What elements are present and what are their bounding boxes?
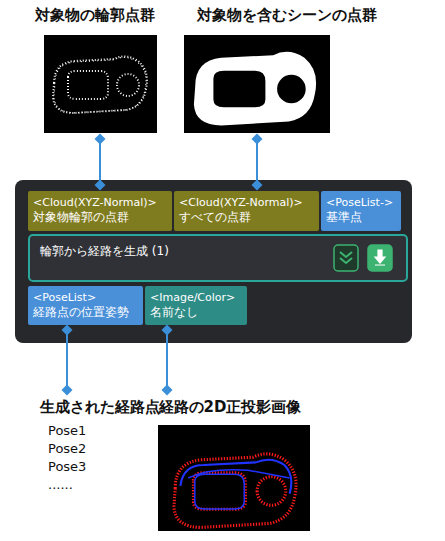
node-title: <Image/Color> xyxy=(150,290,235,305)
node-subtitle: すべての点群 xyxy=(179,210,251,225)
node-title: 経路の2D正投影画像 xyxy=(159,396,302,418)
contour-points xyxy=(53,56,147,113)
contour-image xyxy=(44,35,157,133)
collapse-icon xyxy=(340,252,352,263)
output-port: <PoseList>経路点の位置姿勢 xyxy=(28,286,143,325)
node-title: <PoseList-> xyxy=(326,195,393,210)
scene-image xyxy=(184,35,330,133)
connector xyxy=(166,330,168,390)
panel-buttons xyxy=(330,242,400,274)
connector xyxy=(66,330,68,390)
scene-cloud-input: 対象物を含むシーンの点群 xyxy=(176,4,398,134)
node-subtitle: 対象物輪郭の点群 xyxy=(33,210,129,225)
node-title: <Cloud(XYZ-Normal)> xyxy=(179,195,303,210)
run-icon xyxy=(375,250,385,265)
pose-list-item: Pose1 xyxy=(48,422,86,439)
collapse-button xyxy=(334,245,358,271)
node-title: 生成された経路点 xyxy=(40,396,160,418)
node-subtitle: 名前なし xyxy=(150,305,198,320)
connector xyxy=(256,139,258,185)
input-port: <PoseList->基準点 xyxy=(321,191,401,231)
point-cloud-input: 対象物の輪郭点群 xyxy=(22,4,167,134)
pose-list-item: Pose2 xyxy=(48,440,86,457)
pose-list-item: Pose3 xyxy=(48,458,86,475)
projection-output: 経路の2D正投影画像 xyxy=(148,396,312,532)
node-title: <Cloud(XYZ-Normal)> xyxy=(33,195,157,210)
projection-image xyxy=(158,425,310,531)
node-subtitle: 経路点の位置姿勢 xyxy=(33,305,129,320)
connector xyxy=(99,139,101,185)
node-title: <PoseList> xyxy=(33,290,96,305)
node-title: 対象物を含むシーンの点群 xyxy=(197,4,377,26)
node-subtitle: 基準点 xyxy=(326,210,362,225)
path-points-output: 生成された経路点 xyxy=(34,396,166,420)
pose-list-item: ...... xyxy=(48,476,73,493)
input-port: <Cloud(XYZ-Normal)>すべての点群 xyxy=(174,191,319,231)
node-title: 輪郭から経路を生成 (1) xyxy=(40,243,169,259)
input-port: <Cloud(XYZ-Normal)>対象物輪郭の点群 xyxy=(28,191,172,231)
run-button xyxy=(368,245,392,271)
scene-points xyxy=(194,52,316,126)
projection-points xyxy=(174,454,296,528)
node-title: 対象物の輪郭点群 xyxy=(35,4,155,26)
output-port: <Image/Color>名前なし xyxy=(145,286,247,325)
